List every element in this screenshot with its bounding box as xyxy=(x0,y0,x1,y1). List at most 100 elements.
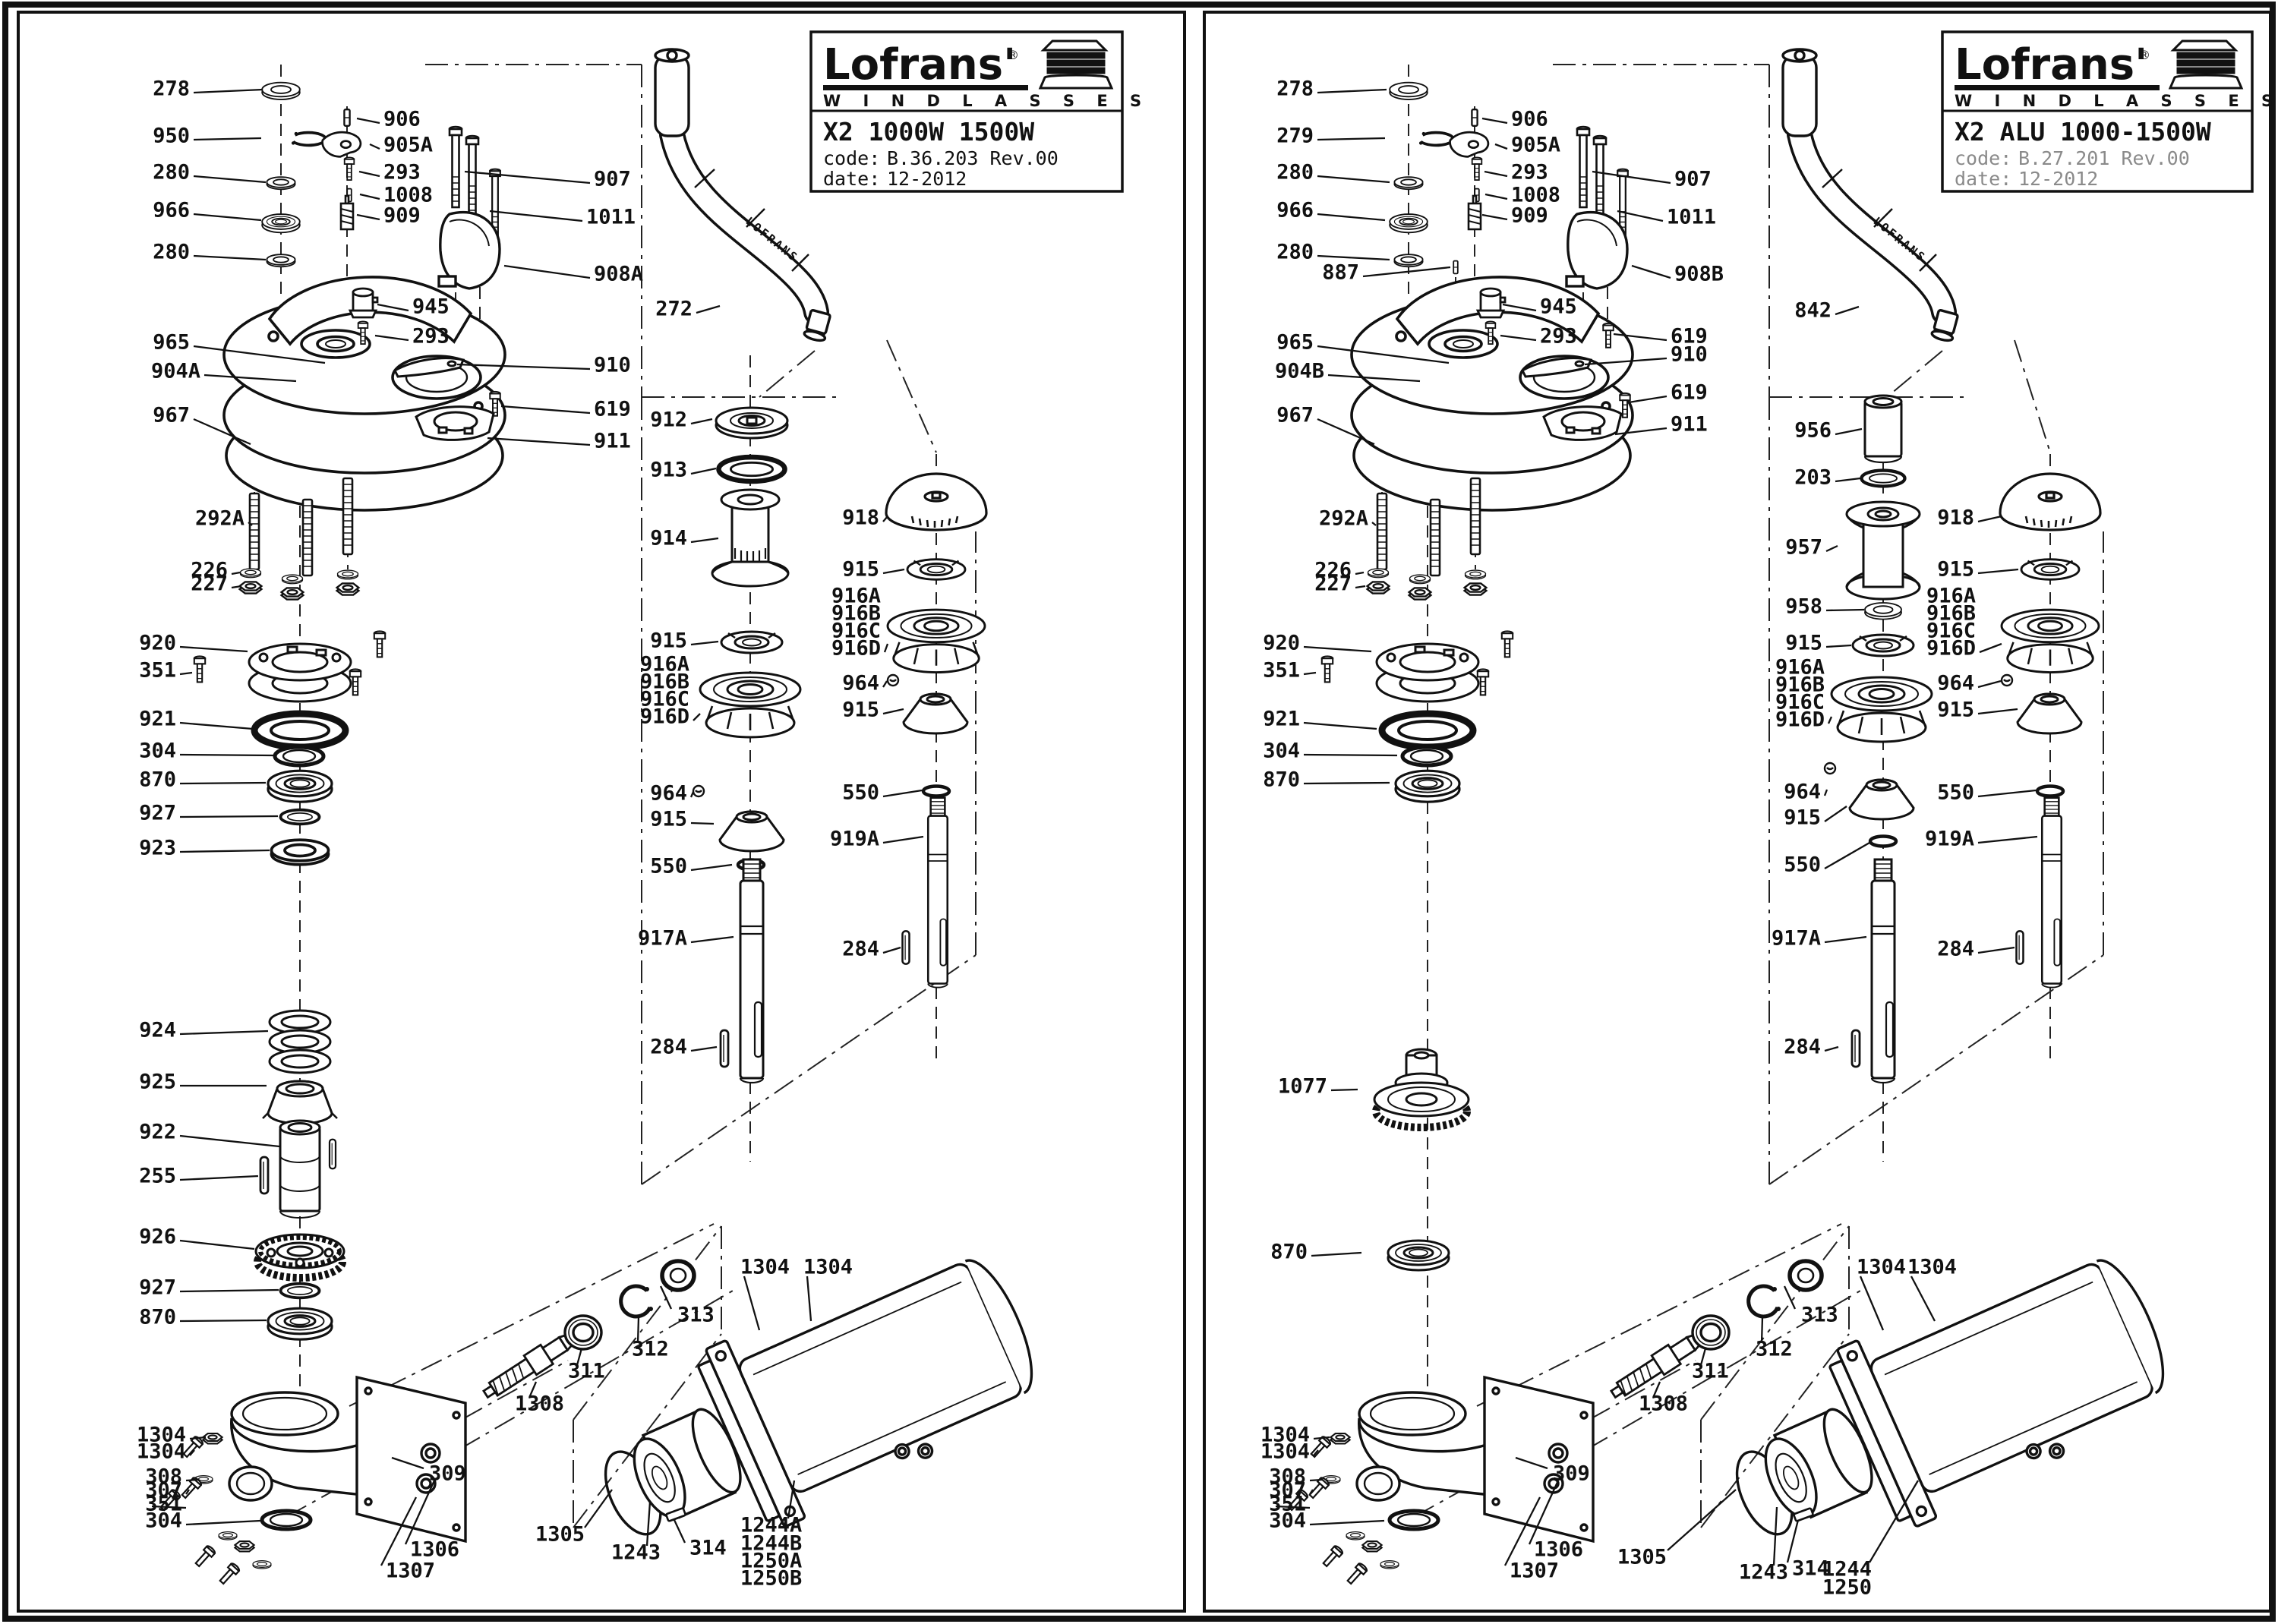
model-title: X2 1000W 1500W xyxy=(823,117,1034,147)
part-label: 916A xyxy=(1775,656,1825,680)
leader-line xyxy=(356,117,380,125)
leader-line xyxy=(690,821,715,825)
part-sketch-bearing xyxy=(1389,213,1428,234)
kit-boundary-line xyxy=(573,1225,722,1421)
part-label: 226 xyxy=(191,559,228,582)
part-sketch-boltV xyxy=(465,134,480,218)
leader-line xyxy=(380,1496,418,1566)
part-label: 917A xyxy=(1772,927,1821,951)
panel-left-guides xyxy=(254,64,977,1528)
part-sketch-screwV xyxy=(343,156,355,181)
part-label: 915 xyxy=(842,698,879,722)
leader-line xyxy=(369,143,380,150)
code-label: code: xyxy=(823,147,880,169)
part-label: 284 xyxy=(842,938,879,961)
leader-line xyxy=(1825,644,1852,648)
part-label: 284 xyxy=(1937,938,1974,961)
leader-line xyxy=(1317,137,1386,141)
part-sketch-cone915 xyxy=(2016,692,2083,735)
part-label: 915 xyxy=(842,558,879,582)
part-label: 917A xyxy=(638,927,687,951)
part-label: 292A xyxy=(195,507,245,531)
leader-line xyxy=(1824,806,1847,822)
part-sketch-bearing xyxy=(1394,769,1461,803)
kit-boundary-line xyxy=(759,350,816,398)
part-sketch-washer xyxy=(270,838,330,866)
part-sketch-sleeve922 xyxy=(279,1119,321,1219)
part-label: 920 xyxy=(139,632,176,655)
panel-left-frame xyxy=(17,11,1186,1613)
leader-line xyxy=(489,210,583,222)
leader-line xyxy=(464,170,591,184)
part-sketch-stud xyxy=(301,498,314,577)
leader-line xyxy=(1592,170,1671,184)
leader-line xyxy=(185,1478,199,1482)
code-label: code: xyxy=(1955,147,2011,169)
leader-line xyxy=(179,721,254,730)
leader-line xyxy=(1313,1436,1330,1440)
part-label: 1306 xyxy=(410,1538,459,1562)
part-label: 909 xyxy=(383,204,421,228)
leader-line xyxy=(576,1348,583,1366)
part-label: 351 xyxy=(139,659,176,683)
part-sketch-washer xyxy=(239,568,262,579)
windlass-logo-icon xyxy=(1038,39,1114,90)
leader-line xyxy=(1910,1276,1936,1322)
part-sketch-cclip xyxy=(290,131,327,147)
part-label: 1244 xyxy=(1822,1558,1872,1581)
kit-boundary-line xyxy=(2014,339,2051,453)
part-sketch-oring xyxy=(1382,714,1473,747)
leader-line xyxy=(1825,544,1838,553)
brand-tagline: W I N D L A S S E S xyxy=(823,92,1150,110)
part-label: 918 xyxy=(842,506,879,530)
part-label: 916A xyxy=(640,653,689,676)
leader-line xyxy=(690,640,719,646)
part-label: 911 xyxy=(594,430,631,453)
part-label: 1250A xyxy=(740,1550,802,1573)
part-sketch-nut xyxy=(202,1433,223,1445)
part-label: 1243 xyxy=(611,1541,661,1565)
leader-line xyxy=(1528,1480,1560,1545)
leader-line xyxy=(528,1381,538,1399)
part-label: 309 xyxy=(429,1462,466,1486)
part-sketch-boltV xyxy=(1592,134,1608,218)
part-sketch-nut xyxy=(1366,581,1390,594)
title-block-left: Lofrans' ® W I N D L A S S E S X2 1000W … xyxy=(809,30,1150,193)
part-label: 312 xyxy=(1756,1338,1793,1361)
leader-line xyxy=(1584,357,1667,366)
leader-line xyxy=(1977,568,2019,575)
panel-right-artwork xyxy=(1285,49,2189,1588)
leader-line xyxy=(1772,1506,1778,1566)
part-sketch-washer xyxy=(1346,1531,1365,1540)
leader-line xyxy=(584,1489,613,1528)
kit-boundary-line xyxy=(1476,1223,1842,1407)
part-label: 1304 xyxy=(1907,1256,1957,1279)
part-sketch-sbearing311 xyxy=(563,1314,603,1351)
part-sketch-nut xyxy=(1408,587,1432,601)
kit-boundary-line xyxy=(1768,954,2104,1185)
part-sketch-screwV xyxy=(1320,655,1334,683)
part-label: 280 xyxy=(153,161,190,184)
leader-line xyxy=(1275,1505,1311,1509)
part-label: 925 xyxy=(139,1071,176,1094)
part-label: 916C xyxy=(831,620,881,643)
part-label: 965 xyxy=(153,331,190,355)
part-label: 916D xyxy=(1926,637,1976,661)
part-label: 1008 xyxy=(1511,184,1560,207)
part-sketch-ring xyxy=(1389,81,1428,100)
part-label: 272 xyxy=(655,298,693,321)
windlass-logo-icon xyxy=(2168,39,2244,90)
part-sketch-pin xyxy=(343,109,351,127)
part-label: 916D xyxy=(831,637,881,661)
part-sketch-nut xyxy=(238,581,263,594)
leader-line xyxy=(1303,721,1377,730)
part-sketch-grub xyxy=(2000,673,2014,687)
part-label: 916C xyxy=(1926,620,1976,643)
part-label: 203 xyxy=(1794,466,1832,490)
part-label: 311 xyxy=(1692,1360,1729,1383)
part-sketch-seal304 xyxy=(275,747,323,765)
panel-right-labels: 278279280966280887965904B967292A22622792… xyxy=(1260,77,2038,1600)
leader-line xyxy=(1327,374,1421,383)
part-sketch-washer xyxy=(1409,574,1431,585)
leader-line xyxy=(1631,264,1671,279)
